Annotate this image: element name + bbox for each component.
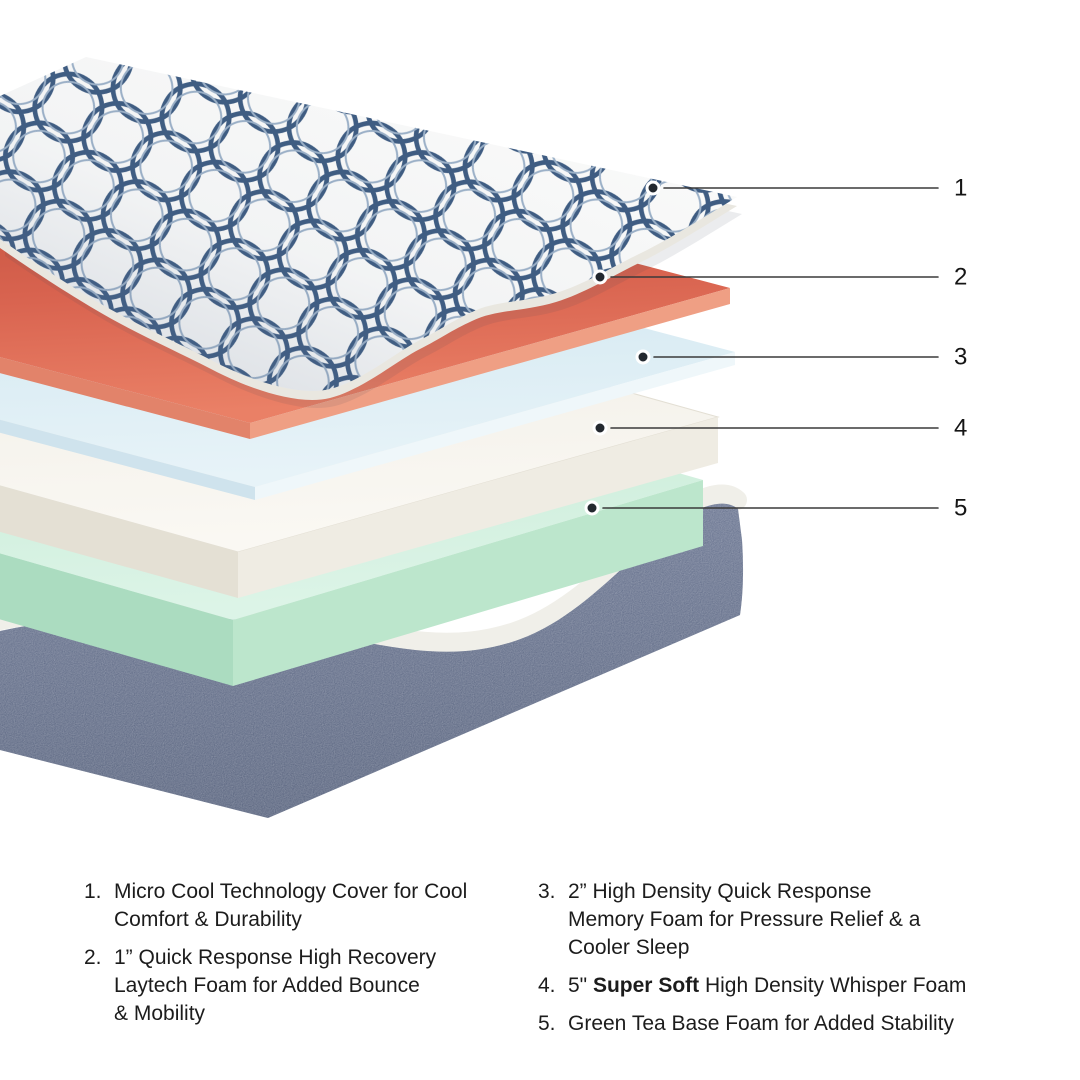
callout-1: 1 — [645, 175, 967, 202]
callout-3: 3 — [635, 344, 967, 371]
legend-item-4-text: 5" Super Soft High Density Whisper Foam — [568, 972, 1008, 1000]
legend-item-3-number: 3. — [538, 880, 556, 903]
legend-column-left: 1. Micro Cool Technology Cover for Cool … — [84, 878, 476, 1038]
callout-number-5: 5 — [954, 495, 967, 522]
legend-item-5-number: 5. — [538, 1012, 556, 1035]
callout-number-4: 4 — [954, 415, 967, 442]
memory-foam-right-face — [255, 352, 735, 500]
whisper-foam-left-face — [0, 485, 238, 598]
memory-foam-left-face — [0, 419, 255, 500]
legend-item-4: 4. 5" Super Soft High Density Whisper Fo… — [538, 972, 1008, 1000]
legend-item-2-text: 1” Quick Response High Recovery Laytech … — [114, 946, 437, 1025]
cover-shading — [0, 57, 737, 391]
green-foam-left-face — [0, 553, 233, 686]
callout-dot-4 — [592, 420, 608, 436]
callout-number-3: 3 — [954, 344, 967, 371]
laytech-foam-left-face — [0, 357, 250, 439]
callouts: 1 2 3 4 5 — [584, 175, 967, 522]
base-fabric-texture — [0, 503, 744, 818]
callout-dot-2 — [592, 269, 608, 285]
cover-layer — [0, 57, 742, 408]
callout-5: 5 — [584, 495, 967, 522]
legend-item-2: 2. 1” Quick Response High Recovery Layte… — [84, 944, 476, 1028]
legend-item-4-suffix: High Density Whisper Foam — [699, 974, 967, 997]
callout-dot-3 — [635, 349, 651, 365]
legend-item-3-text: 2” High Density Quick Response Memory Fo… — [568, 880, 921, 959]
laytech-foam-right-face — [250, 288, 730, 439]
callout-number-1: 1 — [954, 175, 967, 202]
legend: 1. Micro Cool Technology Cover for Cool … — [84, 878, 1014, 1038]
green-foam-right-face — [233, 480, 703, 686]
legend-item-4-number: 4. — [538, 974, 556, 997]
legend-item-1-number: 1. — [84, 880, 102, 903]
callout-number-2: 2 — [954, 264, 967, 291]
callout-2: 2 — [592, 264, 967, 291]
legend-item-1-text: Micro Cool Technology Cover for Cool Com… — [114, 880, 468, 931]
legend-item-5-text: Green Tea Base Foam for Added Stability — [568, 1012, 954, 1035]
legend-item-4-prefix: 5" — [568, 974, 593, 997]
legend-column-right: 3. 2” High Density Quick Response Memory… — [538, 878, 1008, 1038]
callout-4: 4 — [592, 415, 967, 442]
whisper-foam-right-face — [238, 417, 718, 598]
legend-item-3: 3. 2” High Density Quick Response Memory… — [538, 878, 1008, 962]
callout-dot-5 — [584, 500, 600, 516]
legend-item-2-number: 2. — [84, 946, 102, 969]
legend-item-1: 1. Micro Cool Technology Cover for Cool … — [84, 878, 476, 934]
legend-item-5: 5. Green Tea Base Foam for Added Stabili… — [538, 1010, 1008, 1038]
legend-item-4-bold: Super Soft — [592, 974, 700, 997]
callout-dot-1 — [645, 180, 661, 196]
